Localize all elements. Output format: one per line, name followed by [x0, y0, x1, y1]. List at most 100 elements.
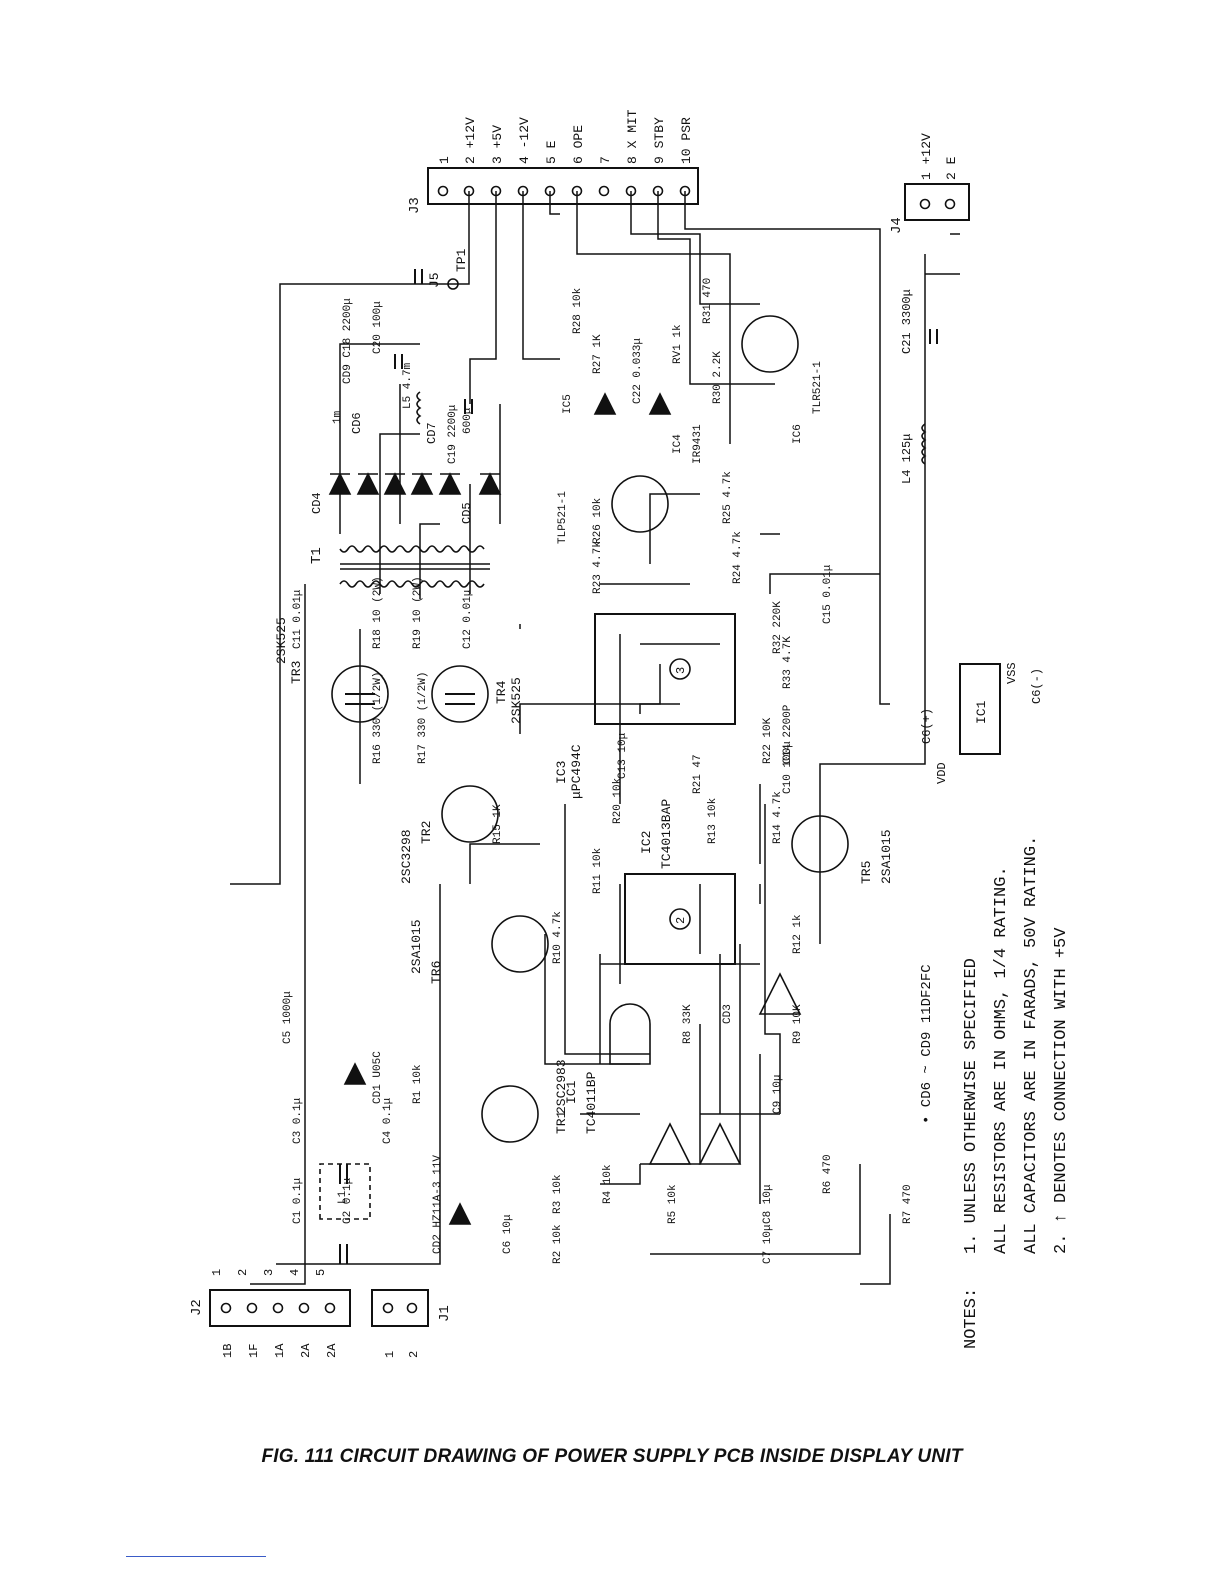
j3-pin-1: 1 [437, 156, 452, 164]
l5-label: L5 4.7m [402, 362, 414, 409]
cd1-label: CD1 U05C [372, 1051, 384, 1104]
r32-label: R32 220K [772, 601, 784, 654]
c21-label: C21 3300μ [900, 289, 914, 354]
c20-label: C20 100μ [372, 301, 384, 354]
r7-label: R7 470 [902, 1184, 914, 1224]
r16-label: R16 330 (1/2W) [372, 672, 384, 764]
diode-cd1 [343, 1062, 367, 1085]
r20-label: R20 10k [612, 777, 624, 824]
tr1-part: 2SC2983 [554, 1059, 569, 1114]
r1-label: R1 10k [412, 1064, 424, 1104]
j3-pin-2: 2 +12V [463, 117, 478, 164]
r12-label: R12 1k [792, 914, 804, 954]
j2-pin-label-4: 2A [299, 1343, 313, 1358]
svg-text:2: 2 [674, 917, 688, 924]
diode-cd5a [438, 472, 462, 495]
j3-pin-7: 7 [598, 156, 613, 164]
mosfet-tr4: TR4 2SK525 [431, 665, 524, 724]
j3-pin-3: 3 +5V [490, 125, 505, 164]
inverter-2 [698, 1122, 742, 1165]
j2-pin-label-3: 1A [273, 1343, 287, 1358]
j3-pin-labels: 1 2 +12V 3 +5V 4 -12V 5 E 6 OPE 7 8 X MI… [437, 109, 694, 164]
cd2-label: CD2 HZ11A-3 11V [432, 1155, 444, 1254]
j1-pin-label-1: 1 [383, 1351, 397, 1358]
c6-label: C6 10μ [502, 1214, 514, 1254]
c7-label: C7 10μ [762, 1224, 774, 1264]
r10-label: R10 4.7k [552, 911, 564, 964]
cd5-label: CD5 [460, 502, 474, 524]
r25-label: R25 4.7k [722, 471, 734, 524]
c19-label: C19 2200μ [447, 404, 459, 464]
ic1-gates: IC1 TC4011BP [564, 972, 802, 1165]
c13-label: C13 10μ [617, 732, 629, 779]
c19b-label: 600μ [462, 407, 474, 434]
output-filter: CD9 C18 2200μ 1m L5 4.7m C19 2200μ 600μ … [332, 269, 474, 464]
c8-label: C8 10μ [762, 1184, 774, 1224]
j5-ref: J5 [427, 272, 442, 288]
r21-label: R21 47 [692, 754, 704, 794]
transistor-tr5: TR5 2SA1015 [791, 815, 894, 884]
ic6-ref: IC6 [792, 424, 804, 444]
j2-pin-num-3: 3 [262, 1269, 276, 1276]
ic1-power: IC1 VDD VSS C6(+) C6(-) [920, 662, 1044, 784]
r27-label: R27 1K [592, 334, 604, 374]
diode-cd5b [478, 472, 502, 495]
r6-label: R6 470 [822, 1154, 834, 1194]
r8-label: R8 33K [682, 1004, 694, 1044]
connector-j2: 1 2 3 4 5 1B 1F 1A 2A 2A J2 [189, 1269, 351, 1358]
l4-c21-filter: L4 125μ C21 3300μ [900, 289, 938, 484]
j3-pin-10: 10 PSR [679, 117, 694, 164]
ic1-part: TC4011BP [584, 1071, 599, 1134]
c1-label: C1 0.1μ [292, 1177, 304, 1224]
c3-label: C3 0.1μ [292, 1097, 304, 1144]
j2-pin-label-2: 1F [247, 1344, 261, 1358]
tr5-part: 2SA1015 [879, 829, 894, 884]
cd7-label: CD7 [425, 422, 439, 444]
r19-label: R19 10 (2W) [412, 576, 424, 649]
r2-label: R2 10k [552, 1224, 564, 1264]
rectifier-diodes: CD4 CD6 CD7 CD5 [310, 412, 502, 524]
j2-pin-label-1: 1B [221, 1344, 235, 1358]
j3-pin-4: 4 -12V [517, 117, 532, 164]
r24-label: R24 4.7k [732, 531, 744, 584]
input-section: C5 1000μ CD1 U05C R1 10k C3 0.1μ C4 0.1μ… [282, 991, 914, 1264]
r22-label: R22 10K [762, 717, 774, 764]
tr2-part: 2SC3298 [399, 829, 414, 884]
j2-pin-num-5: 5 [314, 1269, 328, 1276]
r13-label: R13 10k [707, 797, 719, 844]
wiring [230, 191, 960, 1285]
figure-caption: FIG. 111 CIRCUIT DRAWING OF POWER SUPPLY… [261, 1446, 963, 1467]
ic2-part: TC4013BAP [659, 799, 674, 869]
j3-pin-6: 6 OPE [571, 125, 586, 164]
ic1-ref: IC1 [564, 1080, 579, 1104]
notes-line-3: ALL CAPACITORS ARE IN FARADS, 50V RATING… [1022, 836, 1041, 1254]
r9-label: R9 10K [792, 1004, 804, 1044]
j2-pin-num-2: 2 [236, 1269, 250, 1276]
connector-j3: 1 2 +12V 3 +5V 4 -12V 5 E 6 OPE 7 8 X MI… [407, 109, 699, 214]
notes-line-2: ALL RESISTORS ARE IN OHMS, 1/4 RATING. [992, 866, 1011, 1254]
inverter-1 [648, 1122, 692, 1165]
r15-label: R15 1K [492, 804, 504, 844]
notes-heading: NOTES: [962, 1288, 981, 1349]
j2-pin-label-5: 2A [325, 1343, 339, 1358]
c15-label: C15 0.01μ [822, 564, 834, 624]
r18-label: R18 10 (2W) [372, 576, 384, 649]
c22-label: C22 0.033μ [632, 338, 644, 404]
c9-label: C9 10μ [772, 1074, 784, 1114]
ic5-part: TLP521-1 [557, 491, 569, 544]
j2-pin-num-4: 4 [288, 1269, 302, 1276]
tr3-part: 2SK525 [274, 617, 289, 664]
rotated-drawing: 1 2 +12V 3 +5V 4 -12V 5 E 6 OPE 7 8 X MI… [189, 109, 1071, 1358]
vss-label: VSS [1005, 662, 1019, 684]
r28-label: R28 10k [572, 287, 584, 334]
vdd-label: VDD [935, 762, 949, 784]
tr4-ref: TR4 [494, 680, 509, 704]
inverter-3 [758, 972, 802, 1015]
tr2-ref: TR2 [419, 821, 434, 844]
ic4-ref: IC4 [672, 434, 684, 454]
diode-cd6b [383, 472, 407, 495]
transistor-tr2: TR2 2SC3298 [399, 785, 499, 884]
cd4-label: CD4 [310, 492, 324, 514]
transistor-tr6: TR6 2SA1015 [409, 915, 549, 984]
